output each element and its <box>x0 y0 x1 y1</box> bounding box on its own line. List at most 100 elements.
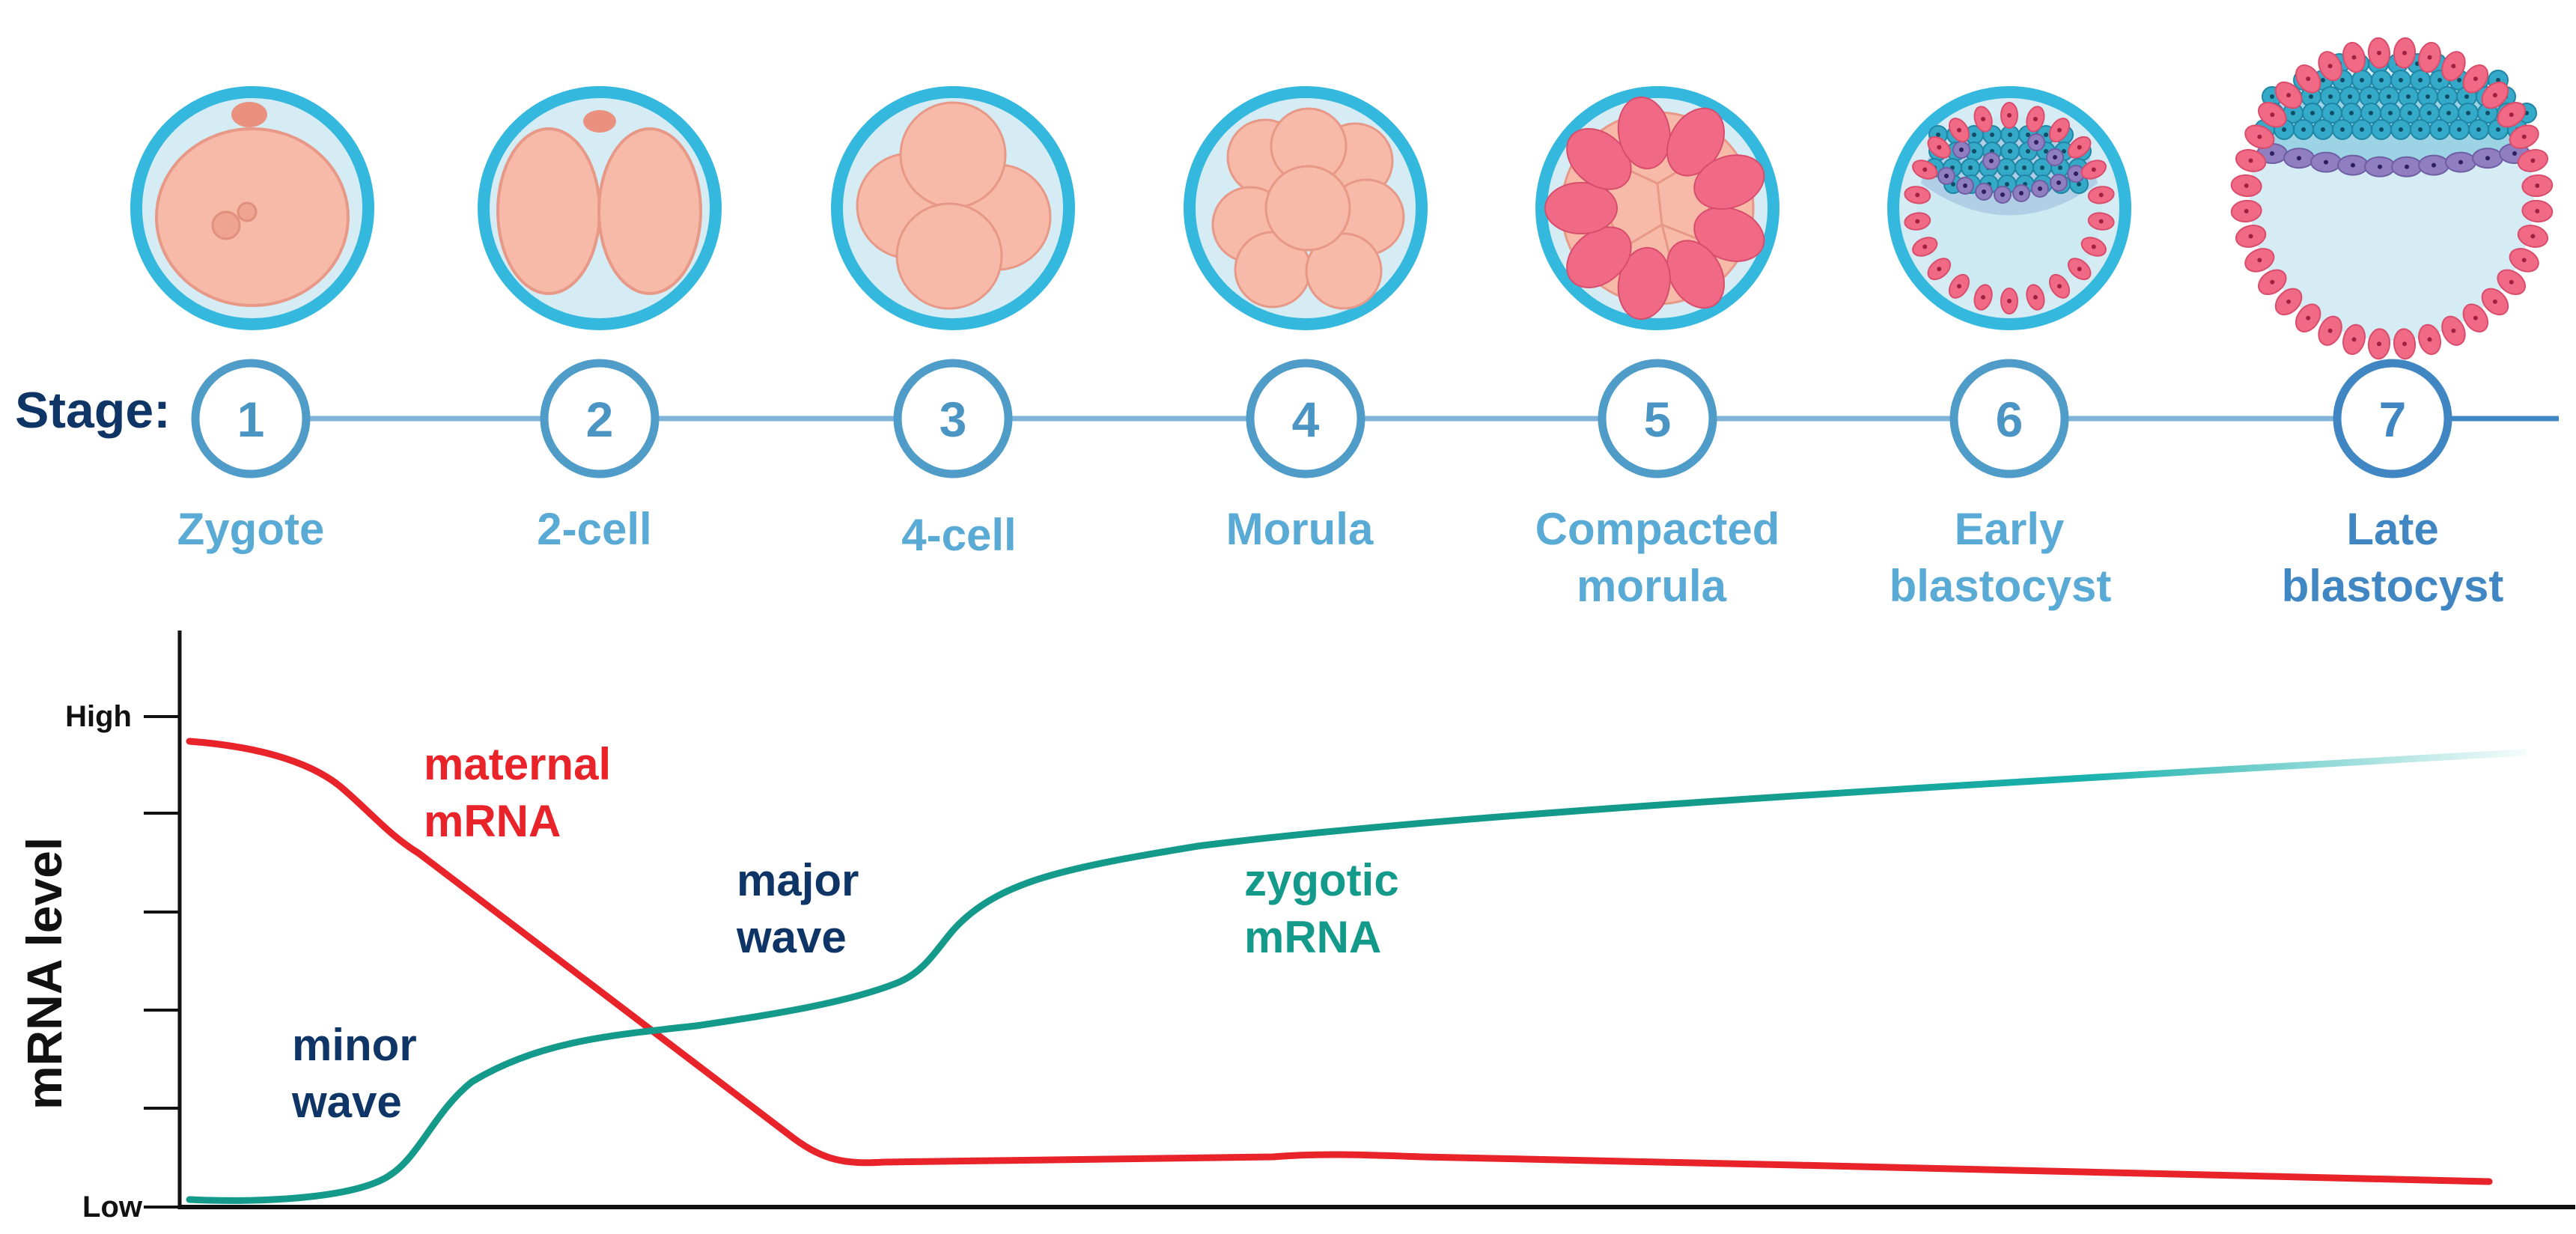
early-troph-cell-nucleus <box>2057 127 2062 133</box>
stage-1-number: 1 <box>237 392 265 447</box>
early-troph-cell-nucleus <box>1915 219 1920 224</box>
zygotic-mrna-label-line-2: mRNA <box>1244 912 1381 962</box>
late-troph-cell-nucleus <box>2327 328 2333 333</box>
early-icm-cell-nucleus <box>2044 133 2048 137</box>
early-inner-cell-mass <box>1925 125 2092 204</box>
early-troph-cell-nucleus <box>2098 219 2104 224</box>
late-troph-cell-nucleus <box>2257 134 2262 139</box>
late-icm-cell-nucleus <box>2445 94 2449 99</box>
y-axis-label: mRNA level <box>16 837 72 1110</box>
late-pe-cell-nucleus <box>2405 164 2409 169</box>
early-troph-cell-nucleus <box>2091 244 2096 249</box>
late-icm-cell-nucleus <box>2349 111 2354 115</box>
late-troph-cell-nucleus <box>2535 183 2540 188</box>
early-troph-cell-nucleus <box>1981 295 1986 300</box>
stage-1-marker: 1 Zygote <box>177 359 324 554</box>
stage-6-name-line-2: blastocyst <box>1890 561 2112 611</box>
late-troph-cell-nucleus <box>2427 337 2432 342</box>
early-icm-cell-nucleus <box>1990 133 1994 137</box>
zygotic-mrna-label-line-1: zygotic <box>1244 855 1399 905</box>
late-icm-cell-nucleus <box>2387 94 2391 99</box>
late-icm-cell-nucleus <box>2408 111 2412 115</box>
late-icm-cell-nucleus <box>2418 127 2423 132</box>
zygotic-mrna-curve <box>186 749 2527 1204</box>
compacted-cell <box>1617 96 1671 170</box>
early-troph-cell-nucleus <box>2077 145 2082 150</box>
late-troph-cell-nucleus <box>2521 258 2527 263</box>
y-tick-label-high: High <box>65 700 132 733</box>
compacted-cell <box>1693 206 1765 262</box>
late-icm-cell-nucleus <box>2418 78 2423 82</box>
zygote-embryo-illustration <box>130 86 374 330</box>
maternal-mrna-curve <box>186 738 2493 1185</box>
major-wave-label-line-2: wave <box>736 912 847 962</box>
early-icm-cell-nucleus <box>1972 149 1976 154</box>
y-axis-ticks <box>144 715 180 1209</box>
minor-wave-label-line-1: minor <box>292 1020 417 1070</box>
late-icm-cell-nucleus <box>2340 78 2345 82</box>
late-troph-cell-nucleus <box>2306 76 2311 82</box>
stage-row-label: Stage: <box>15 382 171 439</box>
late-icm-cell-nucleus <box>2360 127 2364 132</box>
stage-7-name-line-2: blastocyst <box>2282 561 2504 611</box>
early-troph-cell-nucleus <box>1915 192 1920 198</box>
early-pe-cell-nucleus <box>2038 186 2042 191</box>
late-troph-cell-nucleus <box>2286 299 2292 304</box>
late-troph-cell-nucleus <box>2327 64 2333 69</box>
late-icm-cell-nucleus <box>2291 111 2295 115</box>
compacted-cell <box>1544 182 1618 234</box>
early-troph-cell-nucleus <box>2091 167 2096 172</box>
early-troph-cell-nucleus <box>2077 267 2082 272</box>
late-icm-cell-nucleus <box>2496 127 2500 132</box>
early-pe-cell-nucleus <box>1959 148 1964 152</box>
stage-5-marker: 5 Compacted morula <box>1535 359 1779 611</box>
late-troph-cell-nucleus <box>2270 279 2275 285</box>
early-troph-cell-nucleus <box>1937 145 1942 150</box>
early-troph-cell-nucleus <box>1922 167 1928 172</box>
late-icm-cell-nucleus <box>2438 78 2442 82</box>
late-icm-cell-nucleus <box>2496 78 2500 82</box>
early-icm-cell-nucleus <box>2044 149 2048 154</box>
late-icm-cell-nucleus <box>2360 78 2364 82</box>
early-icm-cell-nucleus <box>2026 149 2030 154</box>
late-icm-cell-nucleus <box>2406 94 2411 99</box>
early-icm-cell-nucleus <box>2058 165 2062 170</box>
early-icm-cell-nucleus <box>2022 165 2027 170</box>
late-icm-cell-nucleus <box>2348 94 2352 99</box>
late-icm-cell-nucleus <box>2367 94 2372 99</box>
early-icm-cell-nucleus <box>2077 182 2081 186</box>
late-pe-cell-nucleus <box>2378 164 2382 169</box>
early-troph-cell-nucleus <box>1957 127 1961 133</box>
late-troph-cell-nucleus <box>2509 279 2514 285</box>
late-troph-cell-nucleus <box>2402 341 2407 347</box>
late-troph-cell-nucleus <box>2509 112 2514 118</box>
y-tick-label-low: Low <box>82 1191 143 1224</box>
late-troph-cell-nucleus <box>2451 64 2456 69</box>
late-icm-cell-nucleus <box>2282 127 2286 132</box>
early-pe-cell-nucleus <box>2034 140 2038 145</box>
compacted-morula-embryo-illustration <box>1535 86 1779 330</box>
stage-5-number: 5 <box>1644 392 1672 447</box>
stage-4-marker: 4 Morula <box>1226 359 1374 554</box>
early-troph-cell-nucleus <box>1957 284 1961 289</box>
early-troph-cell-nucleus <box>1981 117 1986 121</box>
early-icm-cell-nucleus <box>2040 165 2044 170</box>
late-icm-cell-nucleus <box>2476 127 2481 132</box>
stage-7-number: 7 <box>2379 392 2407 447</box>
late-troph-cell-nucleus <box>2377 341 2381 347</box>
late-troph-cell-nucleus <box>2530 234 2536 239</box>
stage-6-marker: 6 Early blastocyst <box>1890 359 2112 611</box>
late-troph-cell-nucleus <box>2492 299 2497 304</box>
early-pe-cell-nucleus <box>2019 191 2024 195</box>
late-pe-cell-nucleus <box>2512 151 2517 156</box>
stage-5-circle <box>1598 359 1717 478</box>
stage-3-marker: 3 4-cell <box>893 359 1017 560</box>
early-icm-cell-nucleus <box>2005 182 2009 186</box>
stage-6-number: 6 <box>1996 392 2024 447</box>
embryo-illustrations <box>130 37 2554 360</box>
stage-2-marker: 2 2-cell <box>537 359 660 554</box>
late-troph-cell-nucleus <box>2427 55 2432 60</box>
early-troph-cell-nucleus <box>2007 113 2012 118</box>
late-troph-cell-nucleus <box>2473 76 2478 82</box>
early-icm-cell-nucleus <box>1968 165 1973 170</box>
